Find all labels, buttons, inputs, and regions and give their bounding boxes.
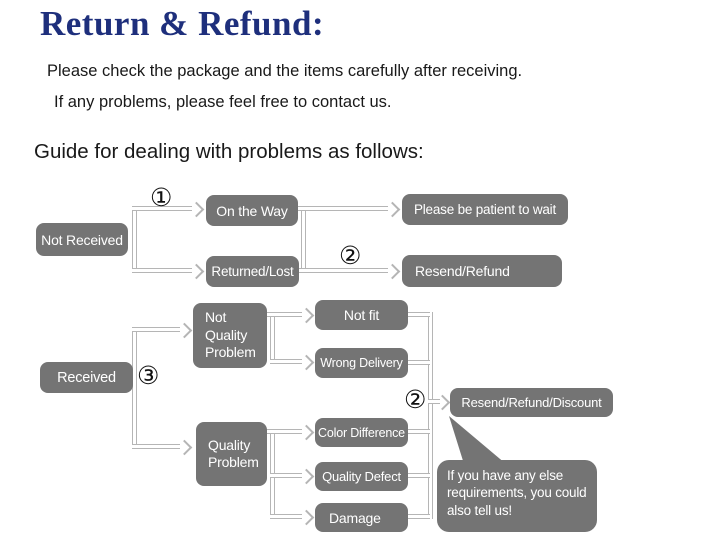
step-marker-1: ① (150, 185, 173, 212)
node-damage: Damage (315, 503, 408, 532)
arrowhead-icon (384, 201, 401, 218)
node-resend-refund: Resend/Refund (402, 255, 562, 287)
connector-line (270, 312, 275, 364)
arrowhead-icon (434, 394, 451, 411)
arrowhead-icon (298, 424, 315, 441)
connector-line (408, 473, 430, 478)
node-returned-lost: Returned/Lost (206, 256, 299, 287)
step-marker-2-top: ② (339, 243, 362, 270)
connector-line (408, 429, 430, 434)
arrowhead-icon (298, 354, 315, 371)
connector-line (270, 514, 302, 519)
step-marker-2-bottom: ② (404, 387, 427, 414)
page-title: Return & Refund: (40, 4, 325, 43)
node-not-quality-problem: Not Quality Problem (193, 303, 267, 368)
connector-line (132, 327, 180, 332)
arrowhead-icon (176, 322, 193, 339)
node-please-be-patient: Please be patient to wait (402, 194, 568, 225)
node-wrong-delivery: Wrong Delivery (315, 348, 408, 378)
intro-line-1: Please check the package and the items c… (47, 62, 523, 80)
connector-line (132, 206, 137, 272)
connector-line (132, 444, 180, 449)
connector-line (298, 206, 388, 211)
node-not-fit: Not fit (315, 300, 408, 330)
node-resend-refund-discount: Resend/Refund/Discount (450, 388, 613, 417)
arrowhead-icon (188, 201, 205, 218)
connector-line (299, 268, 388, 273)
arrowhead-icon (176, 439, 193, 456)
node-received: Received (40, 362, 133, 393)
arrowhead-icon (298, 509, 315, 526)
connector-line (408, 514, 430, 519)
arrowhead-icon (188, 263, 205, 280)
intro-line-2: If any problems, please feel free to con… (54, 93, 392, 111)
guide-heading: Guide for dealing with problems as follo… (34, 140, 424, 163)
connector-line (266, 312, 302, 317)
connector-line (301, 206, 306, 272)
node-quality-problem: Quality Problem (196, 422, 267, 486)
node-quality-defect: Quality Defect (315, 462, 408, 491)
connector-line (408, 312, 430, 317)
connector-line (408, 360, 430, 365)
connector-line (132, 327, 137, 449)
node-color-difference: Color Difference (315, 418, 408, 447)
connector-line (132, 268, 192, 273)
arrowhead-icon (384, 263, 401, 280)
speech-bubble-tail (449, 416, 506, 464)
connector-line (428, 399, 440, 404)
node-not-received: Not Received (36, 223, 128, 256)
connector-line (428, 312, 433, 519)
step-marker-3: ③ (137, 363, 160, 390)
connector-line (132, 206, 192, 211)
node-on-the-way: On the Way (206, 195, 298, 226)
speech-bubble: If you have any else requirements, you c… (437, 460, 597, 532)
connector-line (270, 473, 302, 478)
connector-line (266, 429, 302, 434)
connector-line (270, 359, 302, 364)
arrowhead-icon (298, 307, 315, 324)
arrowhead-icon (298, 468, 315, 485)
